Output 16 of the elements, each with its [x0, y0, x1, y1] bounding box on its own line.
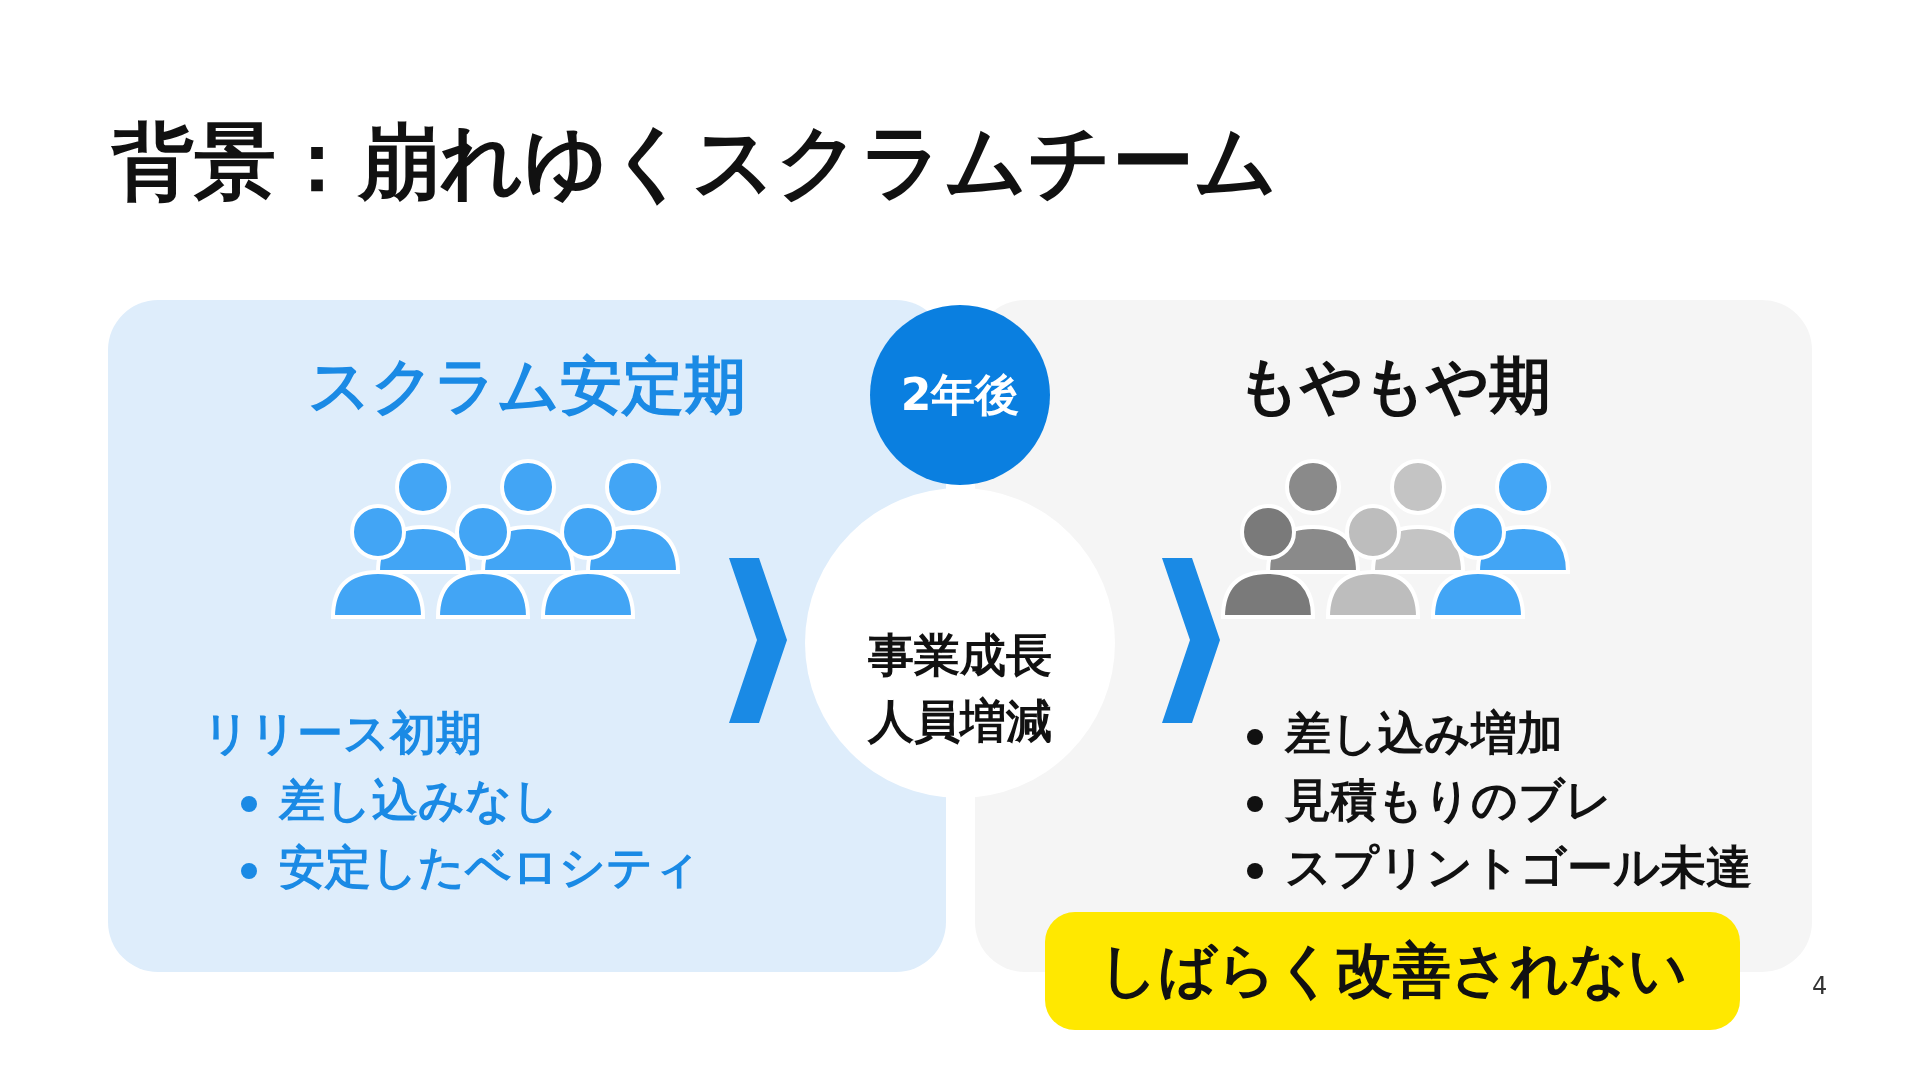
bullet-text: 差し込み増加 [1285, 705, 1563, 762]
chevron-arrow [1162, 558, 1220, 723]
bullet-text: 差し込みなし [279, 772, 559, 829]
subheading: リリース初期 [203, 705, 482, 762]
panel-heading: もやもや期 [1236, 348, 1551, 424]
page-number: 4 [1812, 972, 1828, 1000]
banner-text: しばらく改善されない [1098, 935, 1687, 1006]
chevron-arrow [729, 558, 787, 723]
highlight-banner [1045, 912, 1740, 1030]
node-text: 事業成長人員増減 [866, 627, 1053, 750]
bullet-text: 見積もりのブレ [1285, 772, 1612, 829]
bullet-text: スプリントゴール未達 [1285, 839, 1752, 896]
slide-title: 背景：崩れゆくスクラムチーム [112, 113, 1278, 211]
panel-heading: スクラム安定期 [308, 348, 746, 424]
bullet-text: 安定したベロシティ [279, 839, 700, 896]
node-text: 2年後 [900, 367, 1020, 422]
